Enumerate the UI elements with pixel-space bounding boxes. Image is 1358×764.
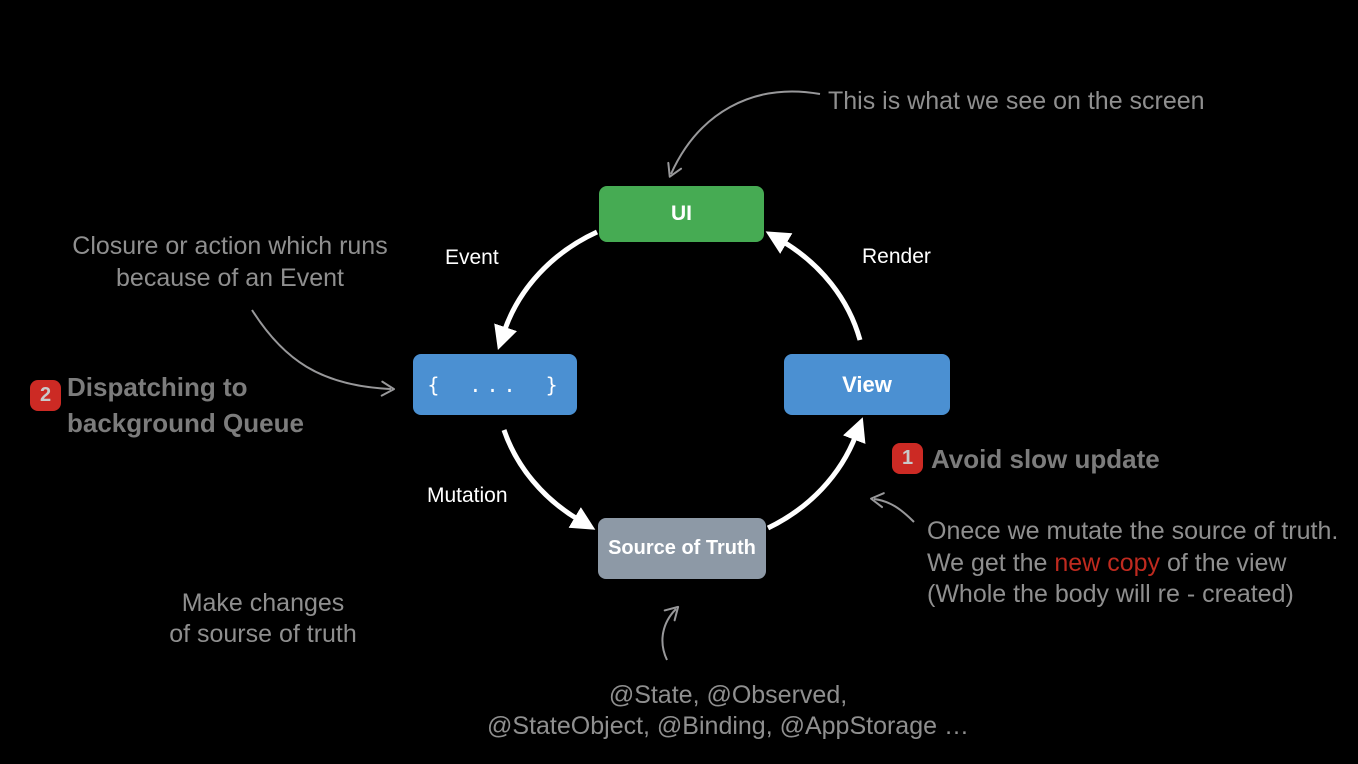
make-changes-note: Make changes of sourse of truth [118, 588, 408, 650]
cycle-arc-source-to-view-arrow [766, 417, 866, 531]
dispatch-callout-label: Dispatching to background Queue [67, 369, 304, 441]
event-edge-label: Event [445, 246, 499, 269]
mutate-note-line3: (Whole the body will re - created) [927, 580, 1294, 608]
make-changes-note-line2: of sourse of truth [169, 620, 357, 648]
mutation-edge-label: Mutation [427, 484, 508, 507]
render-edge-label: Render [862, 245, 931, 268]
cycle-arc-event-arrow [494, 229, 599, 350]
property-wrappers-note-line1: @State, @Observed, [608, 681, 848, 709]
view-node-label: View [842, 371, 892, 397]
cycle-arc-mutation-arrow [501, 429, 596, 530]
source-of-truth-node-label: Source of Truth [608, 537, 756, 559]
dispatch-callout-line2: background Queue [67, 408, 304, 438]
source-of-truth-node: Source of Truth [598, 518, 766, 579]
mutate-note-new-copy-highlight: new copy [1054, 548, 1161, 577]
state-note-arrow [661, 605, 680, 661]
screen-note-arrow [667, 90, 821, 178]
closure-node-label: { ... } [427, 372, 563, 397]
closure-note-line1: Closure or action which runs [72, 232, 388, 260]
cycle-arc-render-arrow [765, 231, 863, 341]
screen-note: This is what we see on the screen [828, 87, 1205, 115]
closure-node: { ... } [413, 354, 577, 415]
callout-badge-1-number: 1 [901, 447, 914, 469]
make-changes-note-line1: Make changes [181, 589, 345, 617]
mutate-note-line2-post: of the view [1160, 548, 1287, 577]
mutate-note-line2: We get the new copy of the view [927, 548, 1338, 580]
mutate-note: Onece we mutate the source of truth. We … [927, 516, 1338, 611]
closure-note-line2: because of an Event [116, 264, 344, 292]
ui-node: UI [599, 186, 764, 242]
avoid-slow-update-label: Avoid slow update [931, 444, 1160, 474]
dispatch-callout-line1: Dispatching to [67, 372, 248, 402]
mutate-note-line2-pre: We get the [927, 548, 1055, 577]
mutate-note-line1: Onece we mutate the source of truth. [927, 517, 1339, 545]
property-wrappers-note: @State, @Observed, @StateObject, @Bindin… [420, 680, 1036, 742]
closure-note: Closure or action which runs because of … [40, 230, 420, 294]
property-wrappers-note-line2: @StateObject, @Binding, @AppStorage … [487, 712, 969, 740]
callout-badge-2-number: 2 [39, 384, 52, 406]
callout-badge-2: 2 [30, 380, 61, 411]
mutate-note-arrow [870, 492, 915, 523]
view-node: View [784, 354, 950, 415]
callout-badge-1: 1 [892, 443, 923, 474]
closure-note-arrow [251, 309, 395, 397]
ui-node-label: UI [671, 202, 692, 225]
